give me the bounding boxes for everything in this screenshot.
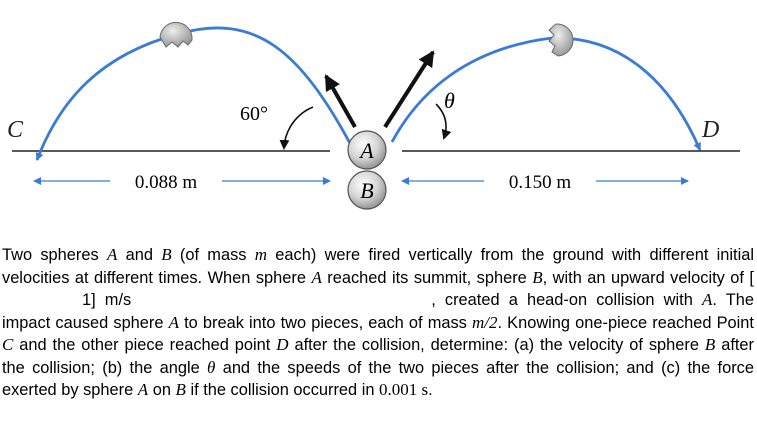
var-m: m [254,245,268,264]
fragment-left [159,22,193,48]
point-c-label: C [7,117,24,143]
angle-arc-right [435,103,452,140]
angle-arc-left [279,106,314,150]
sphere-b: B [347,170,387,210]
fragment-right [548,23,574,57]
velocity-arrow-left [324,74,357,128]
sphere-a: A [347,130,387,170]
distance-left-label: 0.088 m [135,172,198,193]
sphere-b-label: B [360,178,373,203]
trajectory-right [390,36,702,151]
velocity-arrow-right [383,50,435,129]
distance-right-label: 0.150 m [509,172,572,193]
var-b: B [161,245,172,264]
problem-statement: Two spheres A and B (of mass m each) wer… [2,245,754,399]
collision-time: 0.001 s [379,380,429,399]
sphere-a-label: A [358,138,374,163]
point-d-label: D [701,117,719,143]
collision-diagram: A B C D 60° θ 0.088 m 0.150 m [7,22,740,210]
velocity-unit: 1] m/s [82,291,132,309]
trajectory-left [35,26,354,161]
var-a: A [106,245,118,264]
angle-60-label: 60° [240,103,268,125]
var-m-half: m/2 [471,312,498,332]
angle-theta-label: θ [444,88,455,113]
var-theta: θ [207,357,216,377]
